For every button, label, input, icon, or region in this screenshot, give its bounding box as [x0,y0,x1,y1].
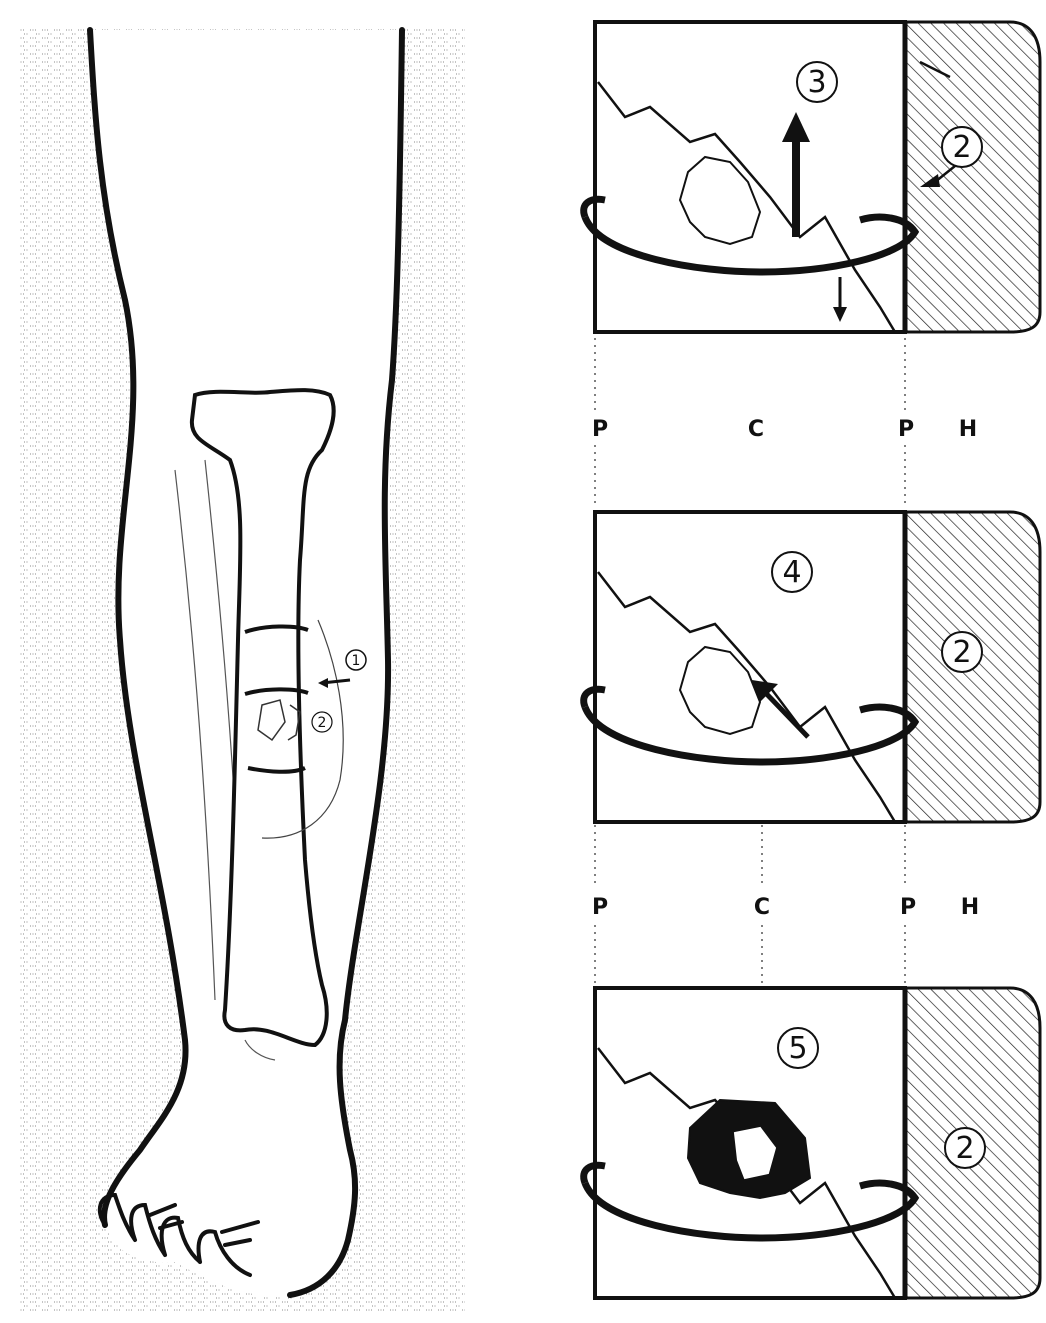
zone-label-p-left: P [592,417,608,442]
soft-tissue-hatched [905,22,1040,332]
detail-panel-2: 42 [584,512,1040,822]
svg-text:2: 2 [318,715,327,731]
zone-labels-row-2: P C P H [592,895,979,920]
detail-panel-3: 52 [584,988,1040,1298]
zone-label-p-right: P [898,417,914,442]
zone-label-p-left: P [592,895,608,920]
callout-number-side: 2 [952,635,971,670]
callout-number-top: 4 [782,555,801,590]
callout-number-top: 3 [807,65,826,100]
zone-label-p-right: P [900,895,916,920]
zone-label-h: H [959,417,977,442]
zone-labels-row-1: P C P H [592,417,977,442]
leg-illustration: 1 2 [20,28,465,1313]
zone-label-c: C [754,895,770,920]
detail-panel-1: 32 [584,22,1040,332]
zone-label-c: C [748,417,764,442]
callout-number-side: 2 [952,130,971,165]
callout-number-side: 2 [955,1131,974,1166]
callout-number-top: 5 [788,1031,807,1066]
callout-2-leg: 2 [312,712,332,732]
bone-segment [595,22,905,332]
zone-label-h: H [961,895,979,920]
svg-text:1: 1 [352,653,361,669]
bone-segment [595,512,905,822]
